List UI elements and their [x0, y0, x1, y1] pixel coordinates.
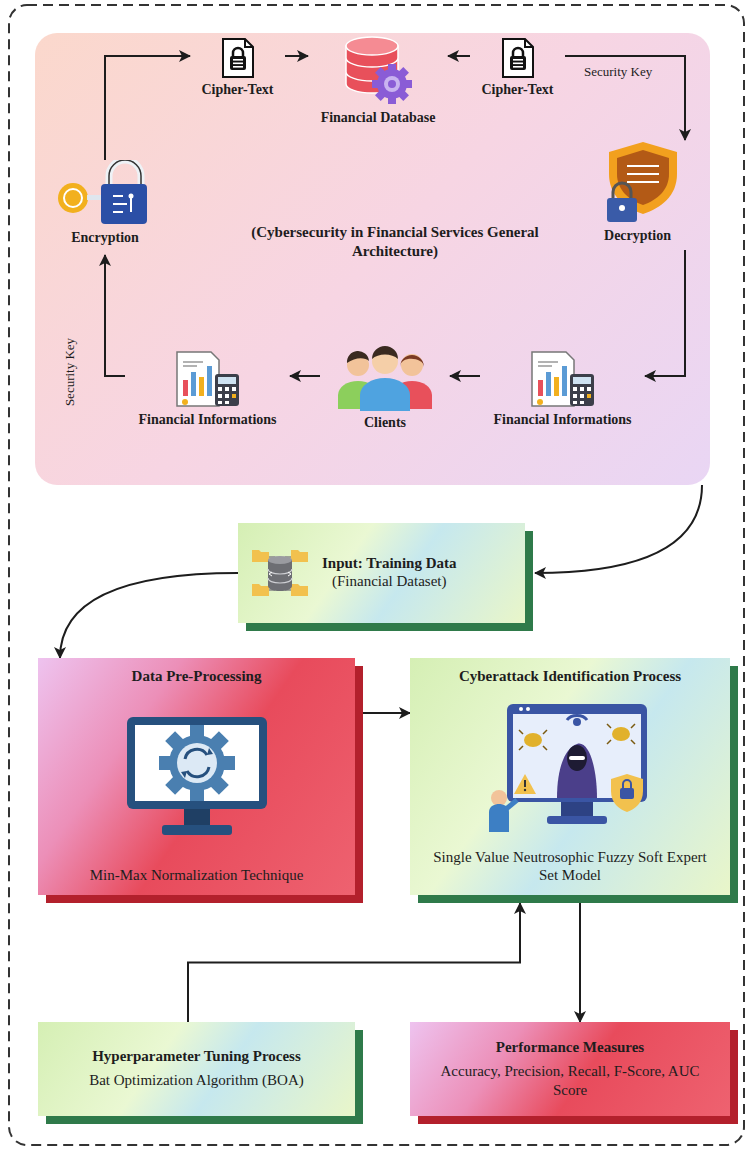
flow-arrow: [565, 56, 685, 140]
text-column: Input: Training Data(Financial Dataset): [322, 555, 456, 591]
icon-illustration: [501, 38, 535, 78]
icon-illustration: [330, 345, 440, 411]
flow-arrow: [285, 55, 308, 57]
key-label: Security Key: [584, 64, 652, 80]
dataset-icon: [250, 546, 310, 600]
icon-illustration: [501, 38, 535, 78]
icon-label: Decryption: [604, 228, 671, 244]
icon-label: Financial Informations: [138, 412, 276, 428]
box-illustration: [122, 711, 272, 841]
panel-title: (Cybersecurity in Financial Services Gen…: [230, 223, 560, 261]
dashed-frame: [9, 5, 744, 1145]
icon-illustration: [173, 350, 243, 408]
architecture-panel: (Cybersecurity in Financial Services Gen…: [35, 33, 710, 485]
box-illustration: [485, 700, 655, 832]
icon-node: Clients: [320, 345, 450, 435]
flow-arrow: [450, 375, 480, 377]
icon-illustration: [330, 345, 440, 411]
flow-arrow: [363, 712, 410, 714]
icon-node: Encryption: [45, 160, 165, 255]
box-heading: Performance Measures: [496, 1039, 644, 1056]
box-body: Bat Optimization Algorithm (BOA): [89, 1071, 304, 1090]
icon-label: Financial Database: [321, 110, 436, 126]
icon-illustration: [593, 140, 683, 224]
process-box: Data Pre-ProcessingMin-Max Normalization…: [38, 658, 355, 895]
box-heading: Input: Training Data: [322, 555, 456, 572]
icon-label: Cipher-Text: [201, 82, 273, 98]
process-box: Cyberattack Identification ProcessSingle…: [410, 658, 730, 895]
icon-illustration: [593, 140, 683, 224]
icon-illustration: [57, 160, 153, 226]
icon-label: Clients: [364, 415, 406, 431]
process-box: Performance MeasuresAccuracy, Precision,…: [410, 1022, 730, 1116]
box-body: Single Value Neutrosophic Fuzzy Soft Exp…: [422, 848, 718, 886]
key-label: Security Key: [62, 338, 78, 406]
flow-arrow: [535, 485, 702, 573]
icon-label: Financial Informations: [493, 412, 631, 428]
icon-label: Encryption: [71, 230, 139, 246]
box-heading: Cyberattack Identification Process: [459, 668, 681, 685]
icon-node: Financial Informations: [125, 350, 290, 435]
icon-node: Financial Informations: [480, 350, 645, 435]
icon-illustration: [528, 350, 598, 408]
icon-illustration: [221, 38, 255, 78]
box-heading: Data Pre-Processing: [132, 668, 262, 685]
process-box: Input: Training Data(Financial Dataset): [238, 523, 525, 623]
dataset-icon: [250, 546, 310, 600]
icon-node: Decryption: [575, 140, 700, 250]
box-body: Min-Max Normalization Technique: [90, 866, 304, 885]
flow-arrow: [105, 255, 125, 376]
icon-label: Cipher-Text: [481, 82, 553, 98]
icon-illustration: [338, 34, 418, 106]
icon-node: Cipher-Text: [470, 38, 565, 108]
box-heading: Hyperparameter Tuning Process: [92, 1048, 301, 1065]
flow-arrow: [188, 903, 520, 1022]
box-illustration: [122, 711, 272, 841]
box-body: (Financial Dataset): [332, 572, 447, 591]
box-body: Accuracy, Precision, Recall, F-Score, AU…: [422, 1062, 718, 1100]
icon-illustration: [221, 38, 255, 78]
flow-arrow: [60, 573, 238, 658]
flow-arrow: [105, 56, 190, 160]
icon-illustration: [57, 160, 153, 226]
box-illustration: [485, 700, 655, 832]
process-box: Hyperparameter Tuning ProcessBat Optimiz…: [38, 1022, 355, 1116]
icon-illustration: [173, 350, 243, 408]
icon-node: Financial Database: [308, 34, 448, 144]
icon-node: Cipher-Text: [190, 38, 285, 108]
flow-arrow: [448, 55, 470, 57]
flow-arrow: [645, 250, 685, 376]
flow-arrow: [290, 375, 320, 377]
flow-arrow: [579, 903, 581, 1022]
icon-illustration: [338, 34, 418, 106]
icon-illustration: [528, 350, 598, 408]
